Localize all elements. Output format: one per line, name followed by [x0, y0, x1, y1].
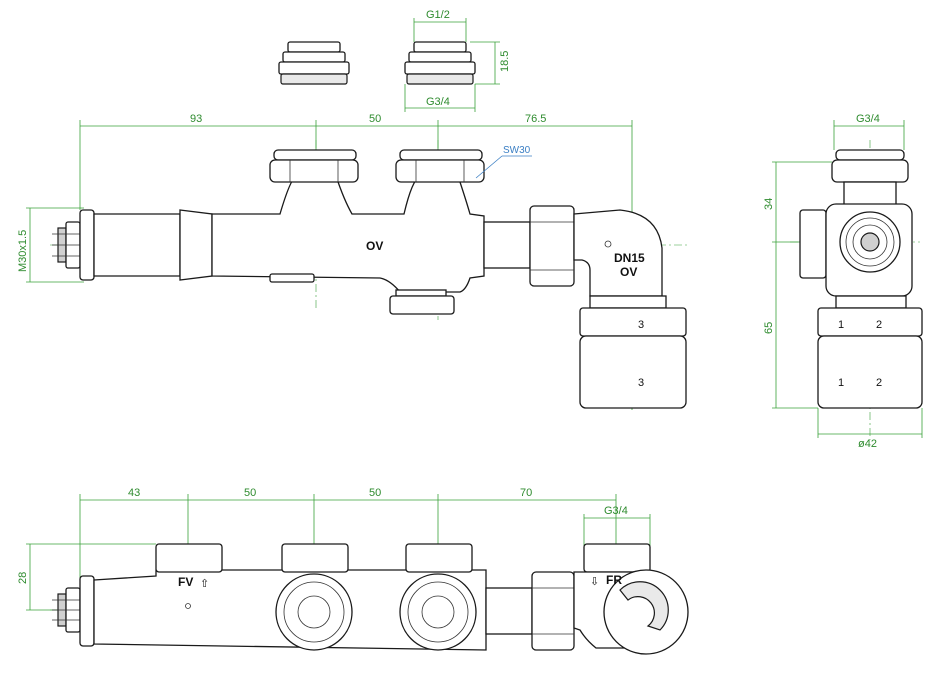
dim-side-d42: ø42 — [858, 438, 877, 450]
valve-body-main — [79, 175, 531, 293]
label-dn15: DN15 — [614, 251, 645, 265]
fr-arrow-icon: ⇩ — [590, 576, 599, 588]
elbow-valve — [573, 209, 667, 309]
thermostat-cap — [579, 307, 687, 409]
dim-bottom-43: 43 — [128, 487, 140, 499]
side-view: G3/4 34 65 ø42 1 2 1 2 — [763, 113, 923, 450]
port-nut-right — [395, 149, 485, 183]
dim-bottom-g34: G3/4 — [604, 505, 628, 517]
side-mark-bottom-1: 1 — [838, 377, 844, 389]
label-ov-main: OV — [366, 239, 383, 253]
callout-sw30-text: SW30 — [503, 145, 531, 156]
dim-bottom-28: 28 — [17, 572, 29, 584]
label-fr: FR — [606, 573, 622, 587]
dim-top-g34: G3/4 — [426, 96, 450, 108]
cap-mark-top: 3 — [638, 319, 644, 331]
dim-side-g34: G3/4 — [856, 113, 880, 125]
side-mark-bottom-2: 2 — [876, 377, 882, 389]
dim-front-765: 76.5 — [525, 113, 546, 125]
bottom-view: 43 50 50 70 G3/4 28 FV ⇧ — [17, 487, 690, 655]
dim-side-65: 65 — [763, 322, 775, 334]
dim-front-m30: M30x1.5 — [17, 230, 29, 272]
fv-arrow-icon: ⇧ — [200, 578, 209, 590]
dim-top-g12: G1/2 — [426, 9, 450, 21]
cap-mark-bottom: 3 — [638, 377, 644, 389]
side-mark-top-1: 1 — [838, 319, 844, 331]
adapter-right — [404, 41, 476, 85]
dim-bottom-50b: 50 — [369, 487, 381, 499]
connection-nut — [529, 205, 575, 287]
dim-bottom-50a: 50 — [244, 487, 256, 499]
dim-bottom-70: 70 — [520, 487, 532, 499]
port-nut-left — [269, 149, 359, 183]
dim-front-93: 93 — [190, 113, 202, 125]
dim-top-185: 18.5 — [499, 51, 511, 72]
label-ov-elbow: OV — [620, 265, 637, 279]
dim-side-34: 34 — [763, 198, 775, 210]
drain-nut — [389, 289, 455, 315]
label-fv: FV — [178, 575, 193, 589]
adapter-left — [278, 41, 350, 85]
side-mark-top-2: 2 — [876, 319, 882, 331]
front-view: 93 50 76.5 M30x1.5 — [17, 113, 690, 410]
thermostat-connector-left — [52, 221, 81, 269]
adapter-fittings: G1/2 18.5 G3/4 — [278, 9, 511, 112]
dim-front-50: 50 — [369, 113, 381, 125]
